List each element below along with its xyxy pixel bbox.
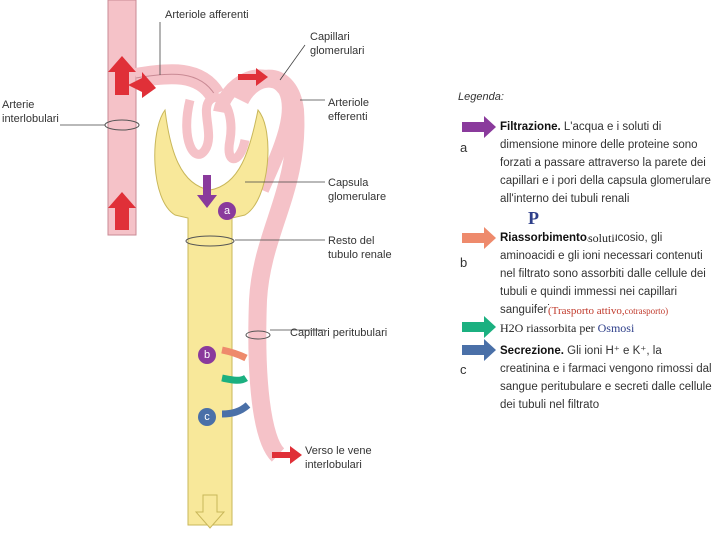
water-reabsorption-arrow [221, 374, 248, 384]
legend-secretion-text: Gli ioni H⁺ e K⁺, la creatinina e i farm… [500, 345, 712, 411]
leader-lines [60, 22, 325, 331]
annotation-osmosi: Osmosi [597, 321, 635, 335]
efferent-loop [213, 69, 296, 193]
label-resto-tubulo: Resto del tubulo renale [328, 235, 392, 261]
annotation-h2o: H2O riassorbita per Osmosi [500, 321, 635, 336]
reabsorption-arrow [221, 346, 248, 362]
filtration-arrow [197, 175, 217, 208]
label-capillari-peritubulari: Capillari peritubulari [290, 327, 388, 339]
tubule-section-ring [185, 235, 235, 247]
label-verso-vene: Verso le vene interlobulari [305, 445, 372, 471]
label-arterie-interlobulari: Arterie interlobulari [2, 99, 59, 125]
legend-title: Legenda: [458, 91, 504, 103]
annotation-trasporto: (Trasporto attivo,cotrasporto) [548, 305, 669, 317]
glomerular-capsule-tubule [154, 108, 269, 526]
label-arteriole-efferenti: Arteriole efferenti [328, 97, 369, 123]
peritubular-section-ring [245, 330, 271, 340]
label-capsula-glomerulare: Capsula glomerulare [328, 177, 387, 203]
marker-c: c [198, 408, 216, 426]
legend-filtration-title: Filtrazione. [500, 121, 561, 133]
annotation-h2o-text: H2O riassorbita per [500, 321, 595, 335]
annotation-cotrasporto: cotrasporto) [624, 306, 669, 316]
marker-b: b [198, 346, 216, 364]
legend-letter-b: b [460, 255, 468, 270]
blood-into-afferent-arrow [128, 72, 156, 98]
glomerular-capillaries [182, 93, 250, 164]
annotation-p: P [528, 208, 539, 228]
to-veins-arrow [272, 446, 302, 464]
legend-letter-c: c [460, 362, 467, 377]
legend-filtration-arrow [462, 116, 496, 138]
legend-water-arrow [462, 316, 496, 338]
marker-a: a [218, 202, 236, 220]
annotation-trasporto-main: (Trasporto attivo, [548, 305, 625, 317]
legend-secretion: Secrezione. Gli ioni H⁺ e K⁺, la creatin… [500, 342, 712, 414]
legend-letter-a: a [460, 140, 468, 155]
legend-reabsorption-arrow [462, 227, 496, 249]
legend-secretion-arrow [462, 339, 496, 361]
blood-up-arrow-bottom [108, 192, 136, 230]
annotation-soluti: soluti [588, 231, 615, 246]
label-arteriole-afferenti-top: Arteriole afferenti [165, 9, 249, 21]
label-capillari-glomerulari: Capillari glomerulari [310, 31, 365, 57]
efferent-flow-arrow [238, 68, 268, 86]
tubule-outflow-arrow [194, 494, 226, 529]
legend-secretion-title: Secrezione. [500, 345, 564, 357]
legend-reabsorption-title: Riassorbimento. [500, 232, 591, 244]
secretion-arrow [221, 402, 251, 418]
legend-filtration: Filtrazione. L'acqua e i soluti di dimen… [500, 118, 712, 208]
legend-filtration-text: L'acqua e i soluti di dimensione minore … [500, 121, 711, 205]
